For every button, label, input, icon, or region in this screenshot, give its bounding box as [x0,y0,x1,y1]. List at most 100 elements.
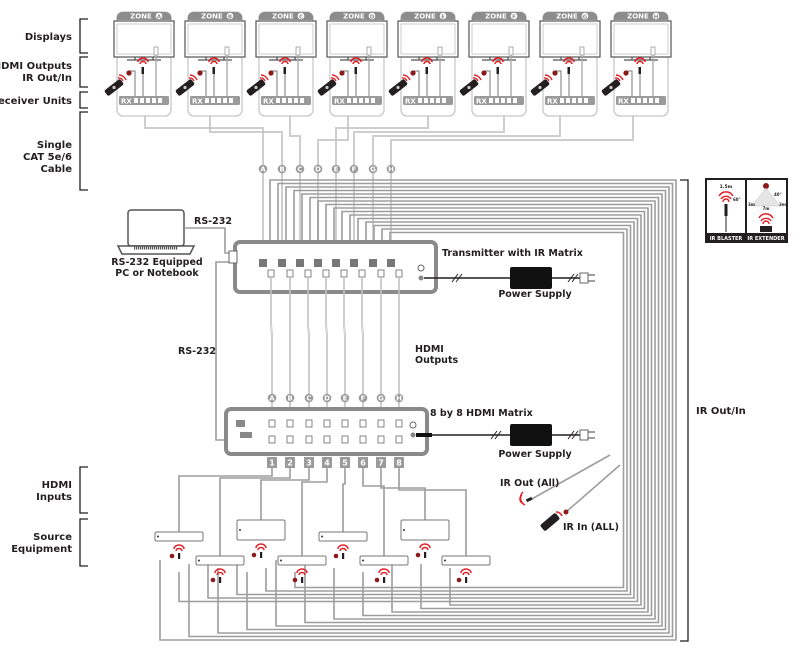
output-badge-c [304,393,314,403]
input-badge-6 [358,457,368,468]
set-top-box-icon [441,555,491,566]
hdmi-plug [153,46,159,56]
cat-cable-core [372,116,561,256]
ps2-break [490,430,502,440]
input-badge-2 [285,457,295,468]
output-badge-e [340,393,350,403]
tx-cat-port [314,259,322,267]
av-receiver-icon [400,519,450,541]
ps1-plug-prongs [588,274,595,282]
ir-cable [188,182,674,638]
display-screen [113,20,175,58]
ir-cable [304,196,660,624]
transmitter-power-icon [417,264,425,272]
receiver-port [495,98,499,103]
transmitter-power-jack [418,275,424,281]
legend-extender-right: 3m [779,202,786,207]
receiver-port [566,98,570,103]
receiver-port [501,98,505,103]
input-badge-8 [394,457,404,468]
remote-ir-waves [543,74,553,82]
input-badge-number: 1 [269,459,275,468]
remote-button [538,85,542,90]
matrix-output-port [341,419,349,428]
zone-letter: H [654,14,659,20]
input-badge-5 [340,457,350,468]
tx-cat-port [296,259,304,267]
zone-letter: D [370,14,375,20]
ir-receiver-eye-icon [197,70,203,76]
cat-cable-f [353,116,505,256]
zone-letter: E [441,14,445,20]
ps2-plug [579,429,589,441]
receiver-port [507,98,511,103]
cable-badge-d [313,164,323,174]
remote-ir-waves [259,74,269,82]
receiver-port [430,98,434,103]
source-ir-blaster-icon [383,577,386,583]
legend-extender-angle: 40° [774,192,782,197]
matrix-input-port [323,435,331,444]
matrix-lan-port [236,420,245,427]
input-badge-4 [322,457,332,468]
ir-out-all-blaster-icon [519,491,533,506]
ir-cable [246,189,667,631]
source-ir-blaster-icon [178,553,181,559]
zone-letter-badge [439,12,447,20]
cable-badge-c [295,164,305,174]
transmitter-ports [228,250,403,278]
legend-extender-body [760,226,772,232]
remote-button [467,85,471,90]
bracket-receiver-units [79,91,88,109]
ir-receiver-cable [413,70,420,96]
tx-cat-port [259,259,267,267]
source-device-4 [277,468,328,583]
output-badge-d [322,393,332,403]
ir-receiver-cable [200,70,207,96]
receiver-badge: RX [263,98,274,106]
receiver-port [229,98,233,103]
hdmi-input-cable-7 [380,468,426,520]
zone-label: ZONE [201,13,223,21]
receiver-port [205,98,209,103]
zone-letter: C [299,14,303,20]
source-ir-blaster-icon [219,577,222,583]
source-ir-blaster-icon [342,553,345,559]
hdmi-plug [366,46,372,56]
rs232-label-mid: RS-232 [178,346,216,357]
legend-extender-waves [758,213,774,225]
zone-letter-badge [581,12,589,20]
cat-cable-core [317,116,349,256]
hdmi-link-cables [270,277,400,420]
source-ir-receiver-icon [251,552,257,558]
source-ir-waves [378,568,390,576]
input-badge-number: 3 [306,459,312,468]
legend-extender-left: 3m [748,202,755,207]
ps1-adapter [510,267,552,289]
label-cable-3: Cable [41,164,73,175]
power-supply-1-label: Power Supply [498,289,572,300]
source-ir-waves [214,568,226,576]
input-badge-3 [304,457,314,468]
legend-extender-range: 7m [763,206,770,211]
cable-badge-letter: B [279,166,284,174]
receiver-port [418,98,422,103]
laptop-screen [127,209,185,247]
power-led [444,559,446,562]
matrix-input-port [359,435,367,444]
ps2-adapter [510,424,552,446]
matrix-output-port [395,419,403,428]
receiver-port [294,98,298,103]
source-ir-blaster-icon [301,577,304,583]
ir-cable [349,214,642,606]
cat-cable-b [209,116,283,256]
source-device-7 [380,468,450,558]
source-device-8 [398,468,491,583]
source-device-1 [154,468,273,559]
display-panel [329,23,385,55]
tx-cat-port [387,259,395,267]
zone-letter-badge [226,12,234,20]
